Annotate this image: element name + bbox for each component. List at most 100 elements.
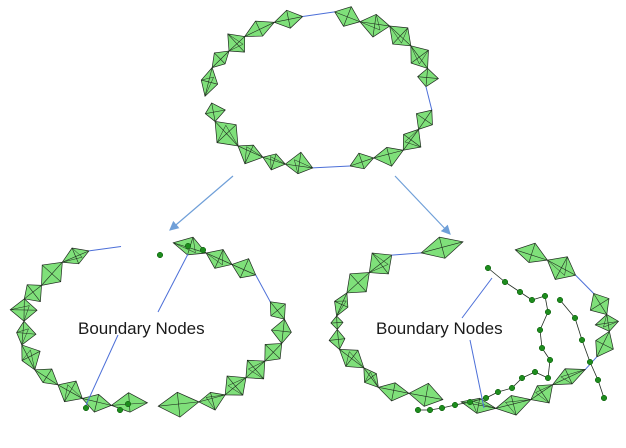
mesh-edge bbox=[206, 252, 223, 266]
mesh-edge bbox=[192, 237, 196, 253]
mesh-cluster bbox=[198, 392, 226, 411]
mesh-edge bbox=[214, 121, 239, 147]
mesh-edge bbox=[216, 125, 227, 143]
mesh-cluster bbox=[349, 152, 375, 170]
mesh-edge bbox=[505, 399, 531, 403]
boundary-node bbox=[518, 374, 526, 382]
mesh-edge bbox=[270, 301, 285, 320]
mesh-edge bbox=[227, 377, 247, 386]
boundary-node bbox=[578, 336, 586, 344]
mesh-edge bbox=[211, 102, 216, 122]
mesh-edge bbox=[369, 254, 392, 273]
mesh-edge bbox=[71, 247, 80, 264]
mesh-edge bbox=[16, 332, 36, 335]
node-link bbox=[581, 339, 591, 363]
link-edge bbox=[575, 274, 595, 294]
mesh-edge bbox=[41, 262, 63, 286]
mesh-edge bbox=[201, 76, 214, 81]
boundary-node bbox=[538, 344, 546, 352]
mesh-edge bbox=[595, 340, 614, 350]
mesh-edge bbox=[201, 79, 218, 85]
mesh-edge bbox=[336, 316, 338, 330]
mesh-edge bbox=[528, 243, 536, 263]
link-edge bbox=[312, 165, 351, 169]
mesh-edge bbox=[336, 300, 347, 317]
mesh-edge bbox=[244, 146, 247, 164]
mesh-edge bbox=[358, 153, 365, 169]
mesh-edge bbox=[386, 147, 392, 167]
mesh-edge bbox=[425, 68, 428, 87]
mesh-edge bbox=[198, 394, 226, 403]
left-ring-network bbox=[9, 236, 292, 418]
mesh-edge bbox=[334, 301, 349, 308]
mesh-edge bbox=[30, 349, 36, 370]
mesh-edge bbox=[64, 384, 68, 402]
mesh-edge bbox=[228, 36, 245, 52]
boundary-node bbox=[541, 292, 549, 300]
mesh-edge bbox=[224, 377, 247, 396]
link-edge bbox=[302, 11, 335, 18]
boundary-node bbox=[594, 376, 602, 384]
right-ring-network bbox=[328, 236, 620, 416]
mesh-edge bbox=[57, 384, 83, 399]
mesh-edge bbox=[336, 292, 348, 317]
mesh-edge bbox=[270, 156, 272, 170]
mesh-edge bbox=[244, 22, 275, 37]
mesh-edge bbox=[248, 368, 264, 380]
mesh-edge bbox=[21, 344, 36, 370]
mesh-edge bbox=[339, 349, 365, 369]
mesh-edge bbox=[349, 157, 374, 167]
mesh-edge bbox=[67, 384, 83, 399]
mesh-edge bbox=[606, 314, 610, 332]
mesh-edge bbox=[206, 394, 226, 398]
boundary-node bbox=[82, 404, 90, 412]
mesh-edge bbox=[403, 134, 422, 148]
boundary-node bbox=[536, 326, 544, 334]
mesh-edge bbox=[417, 76, 439, 79]
mesh-edge bbox=[389, 25, 402, 44]
mesh-edge bbox=[564, 256, 568, 276]
mesh-edge bbox=[418, 109, 433, 130]
link-edge bbox=[255, 274, 271, 303]
mesh-cluster bbox=[284, 151, 314, 175]
mesh-edge bbox=[227, 33, 245, 53]
mesh-edge bbox=[371, 252, 389, 265]
boundary-node bbox=[426, 406, 434, 414]
mesh-edge bbox=[205, 109, 226, 114]
mesh-edge bbox=[24, 285, 42, 300]
mesh-edge bbox=[21, 350, 41, 361]
mesh-edge bbox=[371, 252, 389, 275]
mesh-edge bbox=[297, 152, 302, 174]
mesh-edge bbox=[222, 249, 224, 265]
mesh-edge bbox=[535, 384, 553, 393]
mesh-cluster bbox=[530, 384, 553, 404]
mesh-edge bbox=[262, 156, 286, 165]
boundary-node bbox=[184, 242, 192, 250]
mesh-edge bbox=[336, 329, 340, 350]
mesh-edge bbox=[595, 321, 619, 326]
mesh-edge bbox=[373, 149, 404, 159]
mesh-cluster bbox=[262, 153, 286, 171]
mesh-edge bbox=[173, 242, 196, 253]
mesh-edge bbox=[71, 247, 83, 258]
mesh-edge bbox=[270, 153, 277, 171]
mesh-edge bbox=[416, 113, 433, 125]
mesh-cluster bbox=[231, 258, 257, 279]
mesh-edge bbox=[26, 284, 41, 302]
mesh-edge bbox=[423, 383, 429, 407]
mesh-edge bbox=[378, 387, 410, 394]
mesh-edge bbox=[359, 21, 390, 27]
mesh-edge bbox=[158, 401, 199, 407]
link-edge bbox=[88, 245, 122, 252]
mesh-edge bbox=[554, 256, 568, 280]
mesh-edge bbox=[205, 397, 216, 411]
arrow-to-right bbox=[394, 175, 451, 235]
arrow-to-left bbox=[169, 175, 234, 231]
mesh-cluster bbox=[514, 242, 549, 263]
boundary-node bbox=[482, 394, 490, 402]
boundary-node bbox=[451, 401, 459, 409]
mesh-edge bbox=[419, 50, 429, 65]
mesh-edge bbox=[264, 343, 282, 362]
node-link bbox=[487, 267, 506, 283]
